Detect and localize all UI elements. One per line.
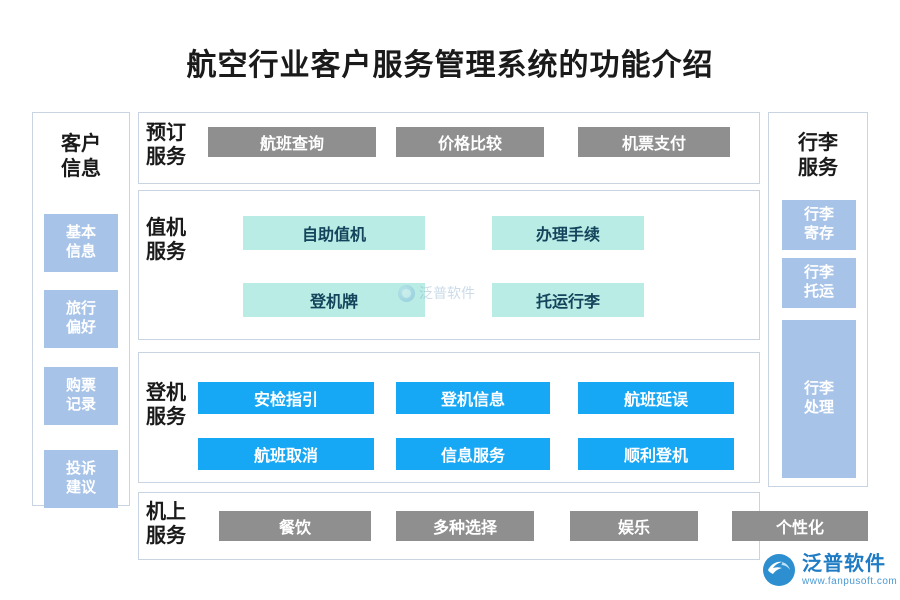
customer-info-item-travel-preference[interactable]: 旅行 偏好 xyxy=(44,290,118,348)
section-check-in-label: 值机 服务 xyxy=(146,216,208,265)
chip-personalization[interactable]: 个性化 xyxy=(732,511,868,541)
customer-info-item-complaint-suggestion[interactable]: 投诉 建议 xyxy=(44,450,118,508)
item-line-2: 建议 xyxy=(65,480,96,496)
chip-self-check-in[interactable]: 自助值机 xyxy=(243,216,425,250)
baggage-item-check-in[interactable]: 行李 托运 xyxy=(782,258,856,308)
chip-checked-baggage[interactable]: 托运行李 xyxy=(492,283,644,317)
item-line-2: 信息 xyxy=(65,244,96,260)
item-line-2: 托运 xyxy=(803,284,834,300)
section-check-in xyxy=(138,190,760,340)
item-line-2: 偏好 xyxy=(65,320,96,336)
chip-entertainment[interactable]: 娱乐 xyxy=(570,511,698,541)
fanpu-logo-icon xyxy=(762,553,796,587)
chip-security-guide[interactable]: 安检指引 xyxy=(198,382,374,414)
chip-price-compare[interactable]: 价格比较 xyxy=(396,127,544,157)
page-title: 航空行业客户服务管理系统的功能介绍 xyxy=(186,49,714,82)
chip-flight-delay[interactable]: 航班延误 xyxy=(578,382,734,414)
logo-url: www.fanpusoft.com xyxy=(802,575,898,587)
baggage-service-header: 行李 服务 xyxy=(768,118,868,194)
chip-ticket-payment[interactable]: 机票支付 xyxy=(578,127,730,157)
label-line-2: 服务 xyxy=(146,525,186,548)
logo-text-block: 泛普软件 www.fanpusoft.com xyxy=(802,554,897,587)
label-line-1: 预订 xyxy=(146,122,186,144)
customer-info-header-line-1: 客户 xyxy=(61,133,101,155)
chip-boarding-pass[interactable]: 登机牌 xyxy=(243,283,425,317)
label-line-1: 值机 xyxy=(146,217,186,239)
customer-info-header-line-2: 信息 xyxy=(61,158,101,180)
baggage-item-handling[interactable]: 行李 处理 xyxy=(782,320,856,478)
item-line-2: 记录 xyxy=(65,397,96,413)
logo-brand-name: 泛普软件 xyxy=(802,552,886,575)
customer-info-header: 客户 信息 xyxy=(32,118,130,196)
chip-formalities[interactable]: 办理手续 xyxy=(492,216,644,250)
baggage-header-line-1: 行李 xyxy=(798,132,838,154)
item-line-1: 行李 xyxy=(803,380,834,397)
customer-info-item-basic[interactable]: 基本 信息 xyxy=(44,214,118,272)
label-line-2: 服务 xyxy=(146,146,186,169)
item-line-1: 购票 xyxy=(65,378,96,395)
item-line-1: 基本 xyxy=(65,225,96,242)
item-line-2: 寄存 xyxy=(803,226,834,242)
brand-logo: 泛普软件 www.fanpusoft.com xyxy=(762,548,897,592)
chip-flight-cancel[interactable]: 航班取消 xyxy=(198,438,374,470)
baggage-header-line-2: 服务 xyxy=(798,157,838,179)
chip-multiple-choices[interactable]: 多种选择 xyxy=(396,511,534,541)
item-line-2: 处理 xyxy=(803,400,834,416)
chip-catering[interactable]: 餐饮 xyxy=(219,511,371,541)
customer-info-item-purchase-record[interactable]: 购票 记录 xyxy=(44,367,118,425)
section-booking-label: 预订 服务 xyxy=(146,121,208,170)
chip-boarding-info[interactable]: 登机信息 xyxy=(396,382,550,414)
baggage-item-storage[interactable]: 行李 寄存 xyxy=(782,200,856,250)
item-line-1: 行李 xyxy=(803,206,834,223)
section-onboard-label: 机上 服务 xyxy=(146,500,208,549)
item-line-1: 旅行 xyxy=(65,301,96,318)
chip-information-service[interactable]: 信息服务 xyxy=(396,438,550,470)
label-line-1: 登机 xyxy=(146,382,186,404)
section-boarding-label: 登机 服务 xyxy=(146,381,208,430)
chip-flight-query[interactable]: 航班查询 xyxy=(208,127,376,157)
chip-smooth-boarding[interactable]: 顺利登机 xyxy=(578,438,734,470)
item-line-1: 行李 xyxy=(803,264,834,281)
label-line-1: 机上 xyxy=(146,501,186,523)
label-line-2: 服务 xyxy=(146,241,186,264)
item-line-1: 投诉 xyxy=(65,461,96,478)
label-line-2: 服务 xyxy=(146,406,186,429)
